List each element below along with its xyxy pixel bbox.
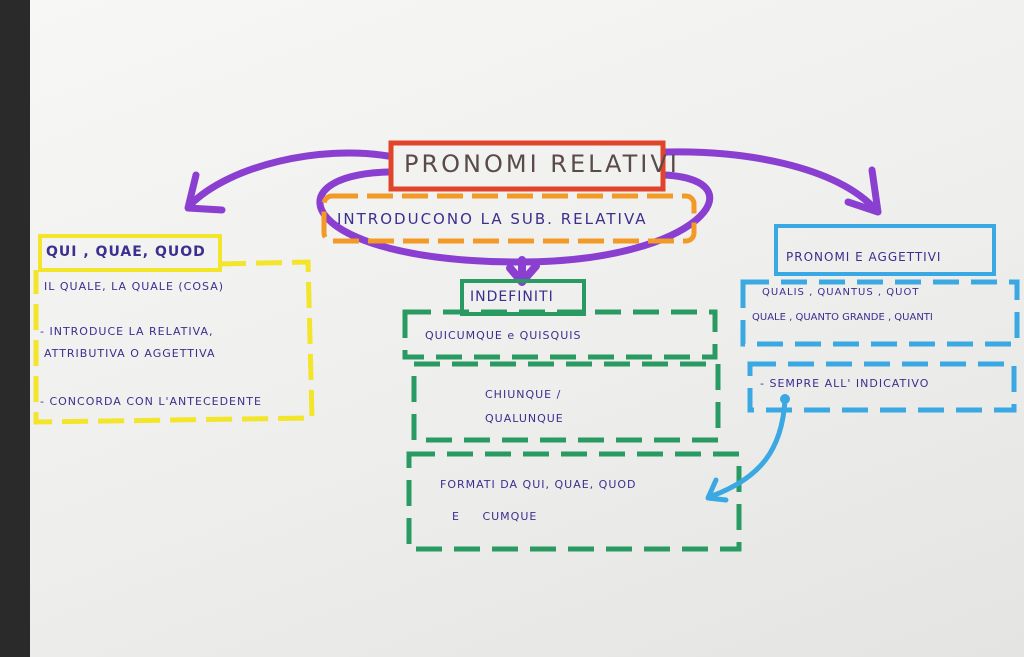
- center-header-text: INDEFINITI: [470, 289, 554, 305]
- right-box-1: [740, 279, 1020, 347]
- right-line-3: - SEMPRE ALL' INDICATIVO: [760, 377, 930, 390]
- left-line-4: - CONCORDA CON L'ANTECEDENTE: [40, 395, 262, 408]
- left-header-box: [38, 234, 222, 272]
- right-header-text: PRONOMI E AGGETTIVI: [786, 250, 942, 264]
- title-box: [388, 140, 666, 192]
- subtitle-box: [321, 193, 697, 244]
- center-box2-line2: QUALUNQUE: [485, 412, 564, 425]
- paper-background: [30, 0, 1024, 657]
- arrow-to-right-box: [662, 148, 880, 214]
- center-box-2: [411, 361, 721, 443]
- left-line-1: IL QUALE, LA QUALE (COSA): [44, 280, 225, 293]
- left-header-text: QUI , QUAE, QUOD: [46, 244, 206, 260]
- left-line-3: ATTRIBUTIVA O AGGETTIVA: [44, 347, 216, 360]
- arrow-head-left: [184, 171, 226, 214]
- center-box3-line2: E CUMQUE: [452, 510, 538, 523]
- blue-arrow-head: [705, 477, 729, 503]
- right-header-box: [774, 224, 996, 276]
- center-box-3: [406, 451, 742, 552]
- center-box2-line1: CHIUNQUE /: [485, 388, 562, 401]
- right-line-1: QUALIS , QUANTUS , QUOT: [762, 287, 920, 298]
- center-box3-line1: FORMATI DA QUI, QUAE, QUOD: [440, 478, 637, 491]
- right-line-2: QUALE , QUANTO GRANDE , QUANTI: [752, 312, 933, 323]
- center-box1-text: QUICUMQUE e QUISQUIS: [425, 329, 582, 342]
- subtitle-text: INTRODUCONO LA SUB. RELATIVA: [337, 210, 648, 228]
- left-line-2: - INTRODUCE LA RELATIVA,: [40, 325, 214, 338]
- title-text: PRONOMI RELATIVI: [404, 150, 680, 178]
- left-content-box: [33, 259, 315, 425]
- blue-arrow: [709, 397, 788, 499]
- arrow-to-left-box: [186, 149, 392, 209]
- arrow-head-right: [844, 166, 882, 216]
- center-box-1: [402, 309, 718, 360]
- right-box-2: [747, 361, 1017, 413]
